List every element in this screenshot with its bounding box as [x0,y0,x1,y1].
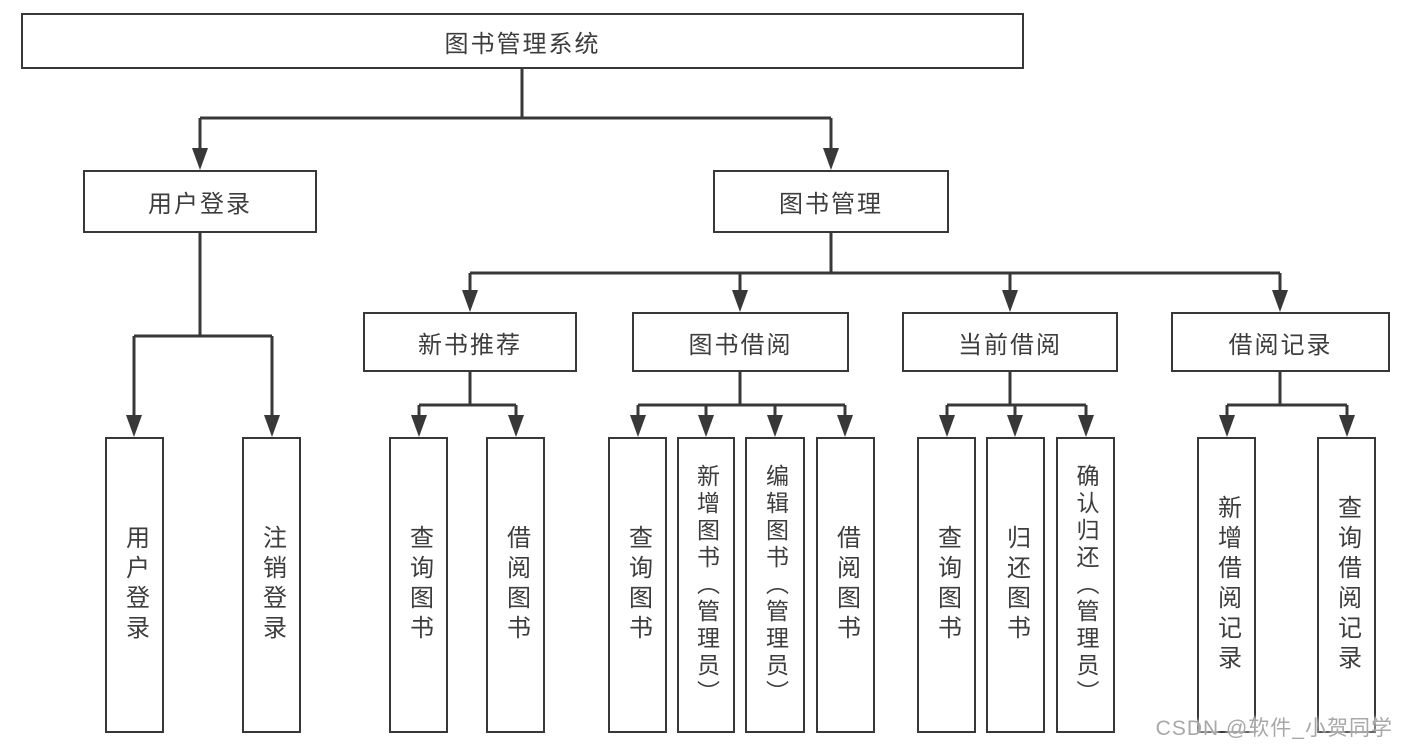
node-query-books-borrow: 查询图书 [608,437,667,733]
node-current-borrow: 当前借阅 [902,312,1118,372]
wires-level3 [462,233,1288,312]
node-user-login: 用户登录 [83,170,317,233]
node-return-book: 归还图书 [986,437,1045,733]
node-query-books-current: 查询图书 [917,437,976,733]
node-book-borrow: 图书借阅 [632,312,849,372]
node-confirm-return-admin: 确认归还（管理员） [1056,437,1115,733]
node-add-book-admin: 新增图书（管理员） [677,437,735,733]
node-borrow-records: 借阅记录 [1171,312,1390,372]
node-query-borrow-record: 查询借阅记录 [1317,437,1376,733]
wires-records-branch [1219,372,1355,437]
wires-current-borrow-branch [939,372,1094,437]
wires-book-borrow-branch [630,372,853,437]
wires-user-login-branch [126,233,280,437]
node-user-login-leaf: 用户登录 [105,437,164,733]
node-borrow-books-recommend: 借阅图书 [486,437,545,733]
wires-level2 [192,69,839,170]
node-edit-book-admin: 编辑图书（管理员） [745,437,805,733]
node-book-management: 图书管理 [713,170,949,233]
node-logout: 注销登录 [242,437,301,733]
node-book-management-system: 图书管理系统 [21,13,1024,69]
wires-new-book-branch [411,372,524,437]
node-borrow-books-leaf: 借阅图书 [816,437,875,733]
node-new-book-recommend: 新书推荐 [363,312,577,372]
node-query-books-recommend: 查询图书 [389,437,448,733]
node-add-borrow-record: 新增借阅记录 [1197,437,1256,733]
